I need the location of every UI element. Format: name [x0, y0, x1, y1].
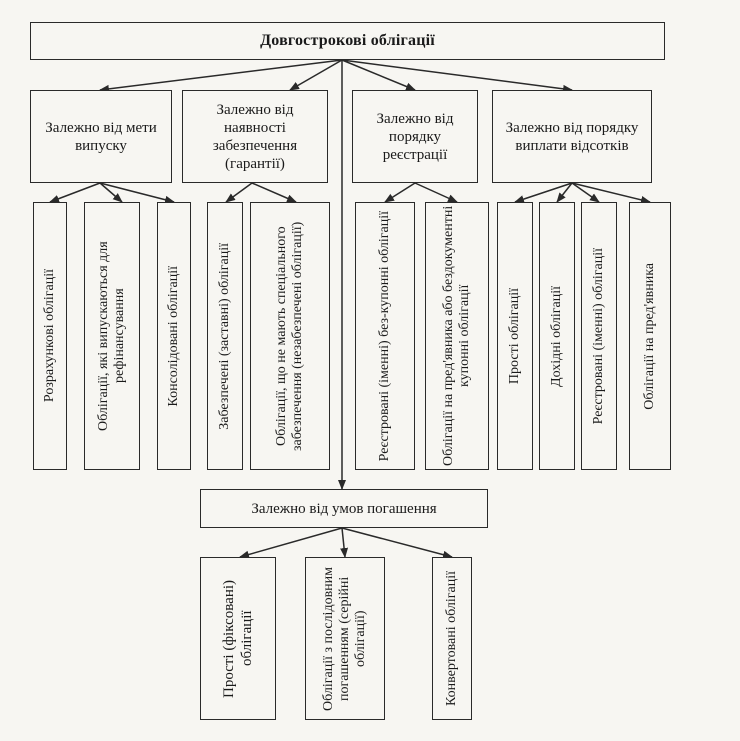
leaf-label: Облігації на пред'явника або бездокумент…	[441, 205, 472, 467]
leaf-consolidated-bonds: Консолідовані облігації	[157, 202, 191, 470]
leaf-label: Реєстровані (іменні) без-купонні облігац…	[377, 210, 392, 462]
leaf-label: Розрахункові облігації	[42, 269, 57, 403]
leaf-bearer-bonds: Облігації на пред'явника	[629, 202, 671, 470]
leaf-registered-zero-coupon-bonds: Реєстровані (іменні) без-купонні облігац…	[355, 202, 415, 470]
criterion-interest-box: Залежно від порядку виплати відсотків	[492, 90, 652, 183]
leaf-label: Облігації на пред'явника	[642, 262, 657, 410]
leaf-label: Облігації з послідовним погашенням (сері…	[321, 566, 368, 711]
criterion-interest-label: Залежно від порядку виплати відсотків	[505, 119, 639, 154]
leaf-label: Забезпечені (заставні) облігації	[217, 242, 232, 430]
criterion-registration-label: Залежно від порядку реєстрації	[376, 110, 454, 163]
criterion-security-box: Залежно від наявності забезпечення (гара…	[182, 90, 328, 183]
leaf-label: Реєстровані (іменні) облігації	[591, 247, 606, 425]
leaf-label: Консолідовані облігації	[166, 265, 181, 407]
leaf-settlement-bonds: Розрахункові облігації	[33, 202, 67, 470]
leaf-label: Облігації, які випускаються для рефінанс…	[96, 241, 127, 431]
leaf-label: Прості облігації	[507, 287, 522, 385]
criterion-purpose-box: Залежно від мети випуску	[30, 90, 172, 183]
criterion-redemption-label: Залежно від умов погашення	[251, 500, 437, 517]
title-box: Довгострокові облігації	[30, 22, 665, 60]
criterion-purpose-label: Залежно від мети випуску	[45, 119, 157, 154]
leaf-serial-bonds: Облігації з послідовним погашенням (сері…	[305, 557, 385, 720]
leaf-label: Облігації, що не мають спеціального забе…	[274, 221, 305, 451]
leaf-label: Конвертовані облігації	[444, 570, 459, 707]
leaf-refinancing-bonds: Облігації, які випускаються для рефінанс…	[84, 202, 140, 470]
leaf-fixed-bonds: Прості (фіксовані) облігації	[200, 557, 276, 720]
criterion-security-label: Залежно від наявності забезпечення (гара…	[212, 101, 298, 172]
leaf-secured-bonds: Забезпечені (заставні) облігації	[207, 202, 243, 470]
leaf-label: Дохідні облігації	[549, 285, 564, 387]
leaf-simple-bonds: Прості облігації	[497, 202, 533, 470]
leaf-bearer-coupon-bonds: Облігації на пред'явника або бездокумент…	[425, 202, 489, 470]
leaf-convertible-bonds: Конвертовані облігації	[432, 557, 472, 720]
criterion-registration-box: Залежно від порядку реєстрації	[352, 90, 478, 183]
leaf-unsecured-bonds: Облігації, що не мають спеціального забе…	[250, 202, 330, 470]
criterion-redemption-box: Залежно від умов погашення	[200, 489, 488, 528]
leaf-income-bonds: Дохідні облігації	[539, 202, 575, 470]
leaf-registered-bonds: Реєстровані (іменні) облігації	[581, 202, 617, 470]
leaf-label: Прості (фіксовані) облігації	[221, 579, 255, 698]
diagram-title: Довгострокові облігації	[260, 32, 435, 49]
